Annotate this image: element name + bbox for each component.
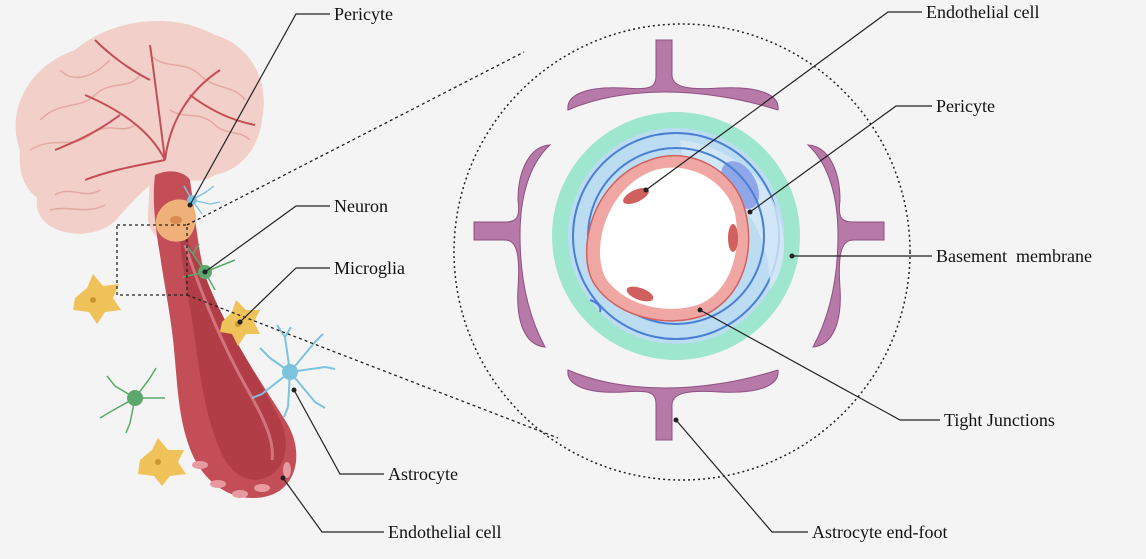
leader-lines bbox=[189, 11, 940, 533]
leader-astrocyte bbox=[293, 389, 384, 475]
endothelial-ring-outline bbox=[585, 154, 750, 322]
endfoot-left bbox=[473, 144, 552, 348]
small-astro-top bbox=[183, 185, 221, 215]
label-pericyte-left: Pericyte bbox=[334, 4, 393, 24]
leader-microglia bbox=[239, 267, 330, 323]
astrocyte-end-feet bbox=[473, 39, 885, 441]
leader-neuron bbox=[204, 205, 330, 273]
zoom-box bbox=[116, 224, 188, 296]
brain-illustration bbox=[15, 20, 264, 245]
label-astrocyte: Astrocyte bbox=[388, 464, 458, 484]
vessel-highlight bbox=[183, 244, 274, 461]
label-pericyte-right: Pericyte bbox=[936, 96, 995, 116]
projection-line-bottom bbox=[186, 294, 559, 439]
leader-endothelial-right bbox=[645, 11, 922, 191]
label-astrocyte-end-foot: Astrocyte end-foot bbox=[812, 522, 947, 542]
endothelial-nuclei bbox=[623, 187, 738, 302]
leader-astrocyte-end-foot bbox=[675, 419, 808, 533]
pericyte-junction bbox=[589, 299, 602, 313]
brain-arteries bbox=[54, 39, 256, 181]
blood-vessel bbox=[153, 171, 297, 499]
leader-tight-junctions bbox=[699, 309, 940, 421]
endfoot-top bbox=[567, 39, 779, 111]
endfoot-bottom bbox=[567, 369, 779, 441]
label-endothelial-right: Endothelial cell bbox=[926, 2, 1039, 22]
label-microglia: Microglia bbox=[334, 258, 405, 278]
endothelial-cells-left bbox=[192, 461, 291, 498]
label-basement-membrane: Basement membrane bbox=[936, 246, 1092, 266]
brain-shape bbox=[15, 20, 264, 221]
pericyte-cell-left bbox=[155, 199, 196, 242]
label-endothelial-left: Endothelial cell bbox=[388, 522, 501, 542]
leader-endothelial-left bbox=[282, 477, 384, 533]
astrocyte-cell-left bbox=[251, 324, 336, 418]
leader-dots bbox=[187, 187, 795, 481]
label-neuron: Neuron bbox=[334, 196, 388, 216]
zoom-circle bbox=[453, 23, 911, 481]
leader-pericyte-left bbox=[189, 13, 330, 206]
endfoot-right bbox=[806, 144, 885, 348]
label-tight-junctions: Tight Junctions bbox=[944, 410, 1055, 430]
microglia-cell-1 bbox=[73, 274, 121, 324]
vessel-lumen bbox=[180, 230, 286, 480]
cerebellum bbox=[36, 174, 123, 234]
leader-pericyte-right bbox=[749, 105, 932, 213]
brain-folds bbox=[29, 54, 251, 211]
neuron-cell-2 bbox=[99, 367, 165, 434]
microglia-cell-3 bbox=[138, 438, 186, 486]
